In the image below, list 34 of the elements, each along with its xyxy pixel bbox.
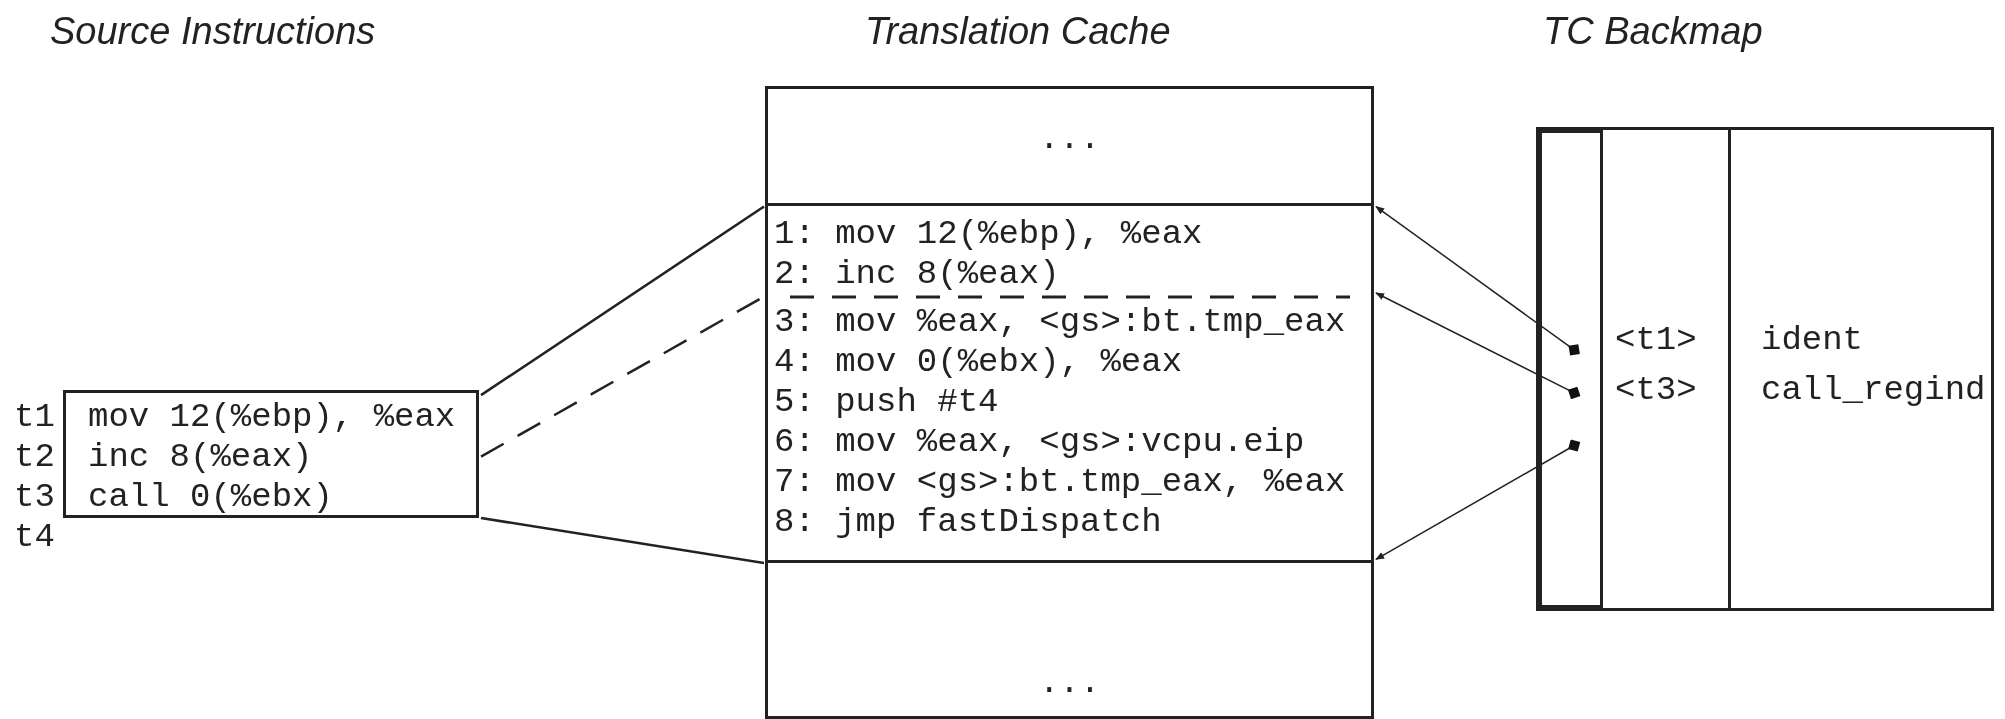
- code-label: call_regind: [1761, 370, 1986, 410]
- code-line: 5: push #t4: [774, 382, 999, 422]
- code-line: 1: mov 12(%ebp), %eax: [774, 214, 1203, 254]
- cache-section: [765, 86, 1374, 206]
- arrow: [1375, 205, 1580, 356]
- code-line: 8: jmp fastDispatch: [774, 502, 1162, 542]
- time-label: t3: [14, 477, 55, 517]
- time-label: t4: [14, 517, 55, 557]
- arrow: [1375, 439, 1581, 561]
- cache-section: [765, 560, 1374, 719]
- code-line: 3: mov %eax, <gs>:bt.tmp_eax: [774, 302, 1346, 342]
- code-line: inc 8(%eax): [88, 437, 313, 477]
- connector-line: [480, 205, 765, 397]
- time-label: t1: [14, 397, 55, 437]
- code-line: 7: mov <gs>:bt.tmp_eax, %eax: [774, 462, 1346, 502]
- ellipsis: ...: [1037, 119, 1102, 159]
- code-label: ident: [1761, 320, 1864, 360]
- code-line: 2: inc 8(%eax): [774, 254, 1060, 294]
- code-line: call 0(%ebx): [88, 477, 333, 517]
- cache-section: [765, 203, 1374, 563]
- arrow: [1375, 292, 1581, 400]
- code-line: 4: mov 0(%ebx), %eax: [774, 342, 1183, 382]
- code-label: <t3>: [1615, 370, 1697, 410]
- backmap-table: [1536, 127, 1994, 611]
- connector-line: [480, 516, 765, 565]
- code-line: 6: mov %eax, <gs>:vcpu.eip: [774, 422, 1305, 462]
- code-label: <t1>: [1615, 320, 1697, 360]
- code-line: mov 12(%ebp), %eax: [88, 397, 456, 437]
- column-heading: Translation Cache: [865, 10, 1171, 53]
- time-label: t2: [14, 437, 55, 477]
- column-heading: Source Instructions: [50, 10, 376, 53]
- table-column: [1539, 130, 1603, 608]
- ellipsis: ...: [1037, 663, 1102, 703]
- column-heading: TC Backmap: [1543, 10, 1763, 53]
